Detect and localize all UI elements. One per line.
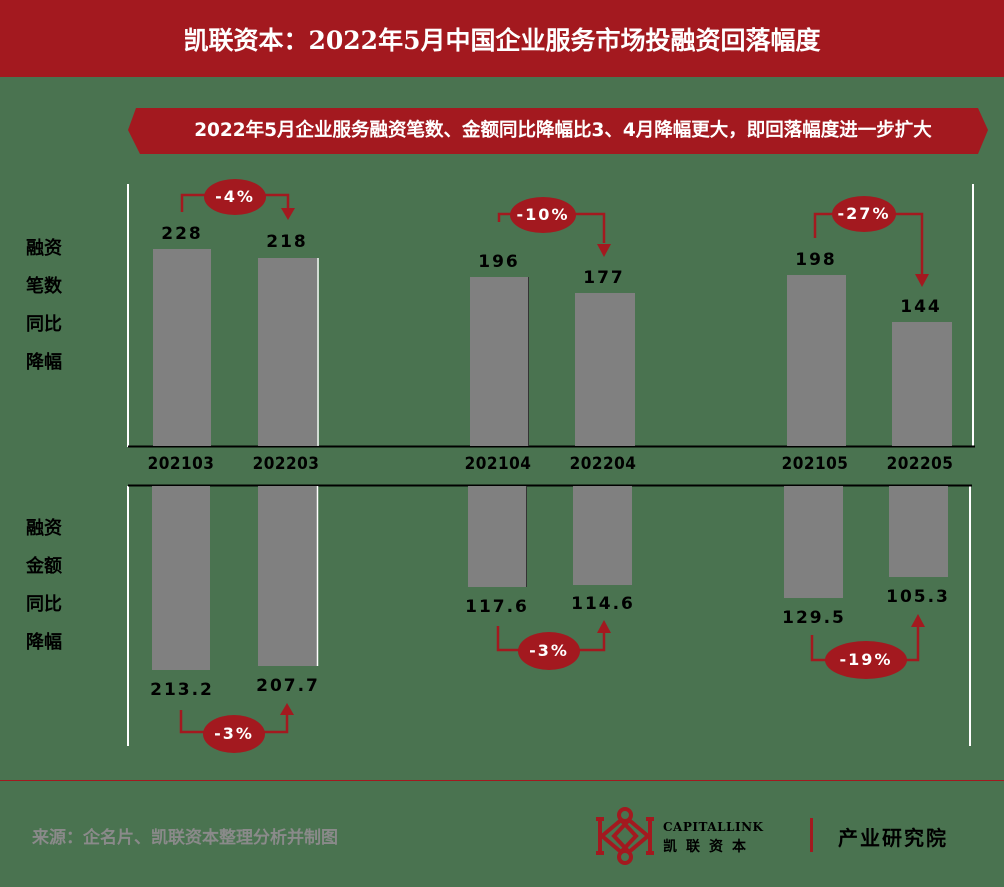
label-line: 笔数	[26, 276, 62, 297]
value-amount-202203: 207.7	[256, 676, 320, 696]
category-202104: 202104	[464, 454, 532, 474]
change-badge-amount-apr: -3%	[529, 641, 569, 660]
label-line: 融资	[26, 518, 62, 539]
top-panel-label: 融资 笔数 同比 降幅	[26, 230, 76, 382]
value-amount-202205: 105.3	[886, 587, 950, 607]
top-arrowheads	[281, 208, 929, 287]
bottom-badges	[203, 632, 907, 753]
label-line: 金额	[26, 556, 62, 577]
brand-name-en: CAPITALLINK	[663, 820, 764, 834]
change-badge-amount-may: -19%	[839, 650, 893, 669]
brand-separator	[810, 818, 813, 852]
value-count-202203: 218	[266, 232, 308, 252]
label-line: 降幅	[26, 632, 62, 653]
footer-divider	[0, 780, 1004, 781]
change-badge-count-apr: -10%	[516, 205, 570, 224]
arrow-down-icon	[597, 244, 611, 257]
label-line: 降幅	[26, 352, 62, 373]
subtitle-banner: 2022年5月企业服务融资笔数、金额同比降幅比3、4月降幅更大，即回落幅度进一步…	[128, 108, 988, 154]
top-badges	[204, 179, 896, 233]
bar-count-202105	[787, 275, 846, 446]
value-count-202103: 228	[161, 224, 203, 244]
value-amount-202204: 114.6	[571, 594, 635, 614]
arrow-up-icon	[280, 703, 294, 715]
bar-count-202204	[575, 293, 635, 446]
label-line: 同比	[26, 314, 62, 335]
bar-count-202103	[153, 249, 211, 446]
value-amount-202104: 117.6	[465, 597, 529, 617]
arrow-down-icon	[281, 208, 295, 220]
source-note: 来源：企名片、凯联资本整理分析并制图	[32, 828, 338, 848]
bar-count-202104	[470, 277, 528, 446]
bar-amount-202104	[468, 486, 526, 587]
bar-amount-202103	[152, 486, 210, 670]
bar-amount-202205	[889, 486, 948, 577]
arrow-down-icon	[915, 274, 929, 287]
bottom-bars	[152, 486, 948, 670]
subtitle-banner-shape	[128, 108, 988, 154]
capitallink-logo-icon	[596, 807, 654, 865]
category-202203: 202203	[252, 454, 320, 474]
category-202205: 202205	[886, 454, 954, 474]
page-title: 凯联资本：2022年5月中国企业服务市场投融资回落幅度	[183, 25, 821, 55]
bar-count-202203	[258, 258, 317, 446]
bottom-arrowheads	[280, 614, 925, 715]
value-count-202205: 144	[900, 297, 942, 317]
change-badge-amount-mar: -3%	[214, 724, 254, 743]
change-badge-count-mar: -4%	[215, 187, 255, 206]
change-badge-count-may: -27%	[837, 204, 891, 223]
value-count-202105: 198	[795, 250, 837, 270]
value-count-202204: 177	[583, 268, 625, 288]
brand-name-cn: 凯联资本	[663, 839, 755, 855]
bar-amount-202204	[573, 486, 632, 585]
value-amount-202105: 129.5	[782, 608, 846, 628]
arrow-up-icon	[911, 614, 925, 627]
category-202204: 202204	[569, 454, 637, 474]
bar-amount-202105	[784, 486, 843, 598]
top-bars	[153, 249, 952, 446]
bar-amount-202203	[258, 486, 317, 666]
category-202103: 202103	[147, 454, 215, 474]
bottom-panel-label: 融资 金额 同比 降幅	[26, 510, 76, 662]
label-line: 融资	[26, 238, 62, 259]
category-202105: 202105	[781, 454, 849, 474]
subtitle-text: 2022年5月企业服务融资笔数、金额同比降幅比3、4月降幅更大，即回落幅度进一步…	[194, 120, 932, 141]
institute-name: 产业研究院	[838, 826, 948, 850]
bar-count-202205	[892, 322, 952, 446]
label-line: 同比	[26, 594, 62, 615]
value-count-202104: 196	[478, 252, 520, 272]
arrow-up-icon	[597, 620, 611, 633]
header-banner: 凯联资本：2022年5月中国企业服务市场投融资回落幅度	[0, 0, 1004, 77]
value-amount-202103: 213.2	[150, 680, 214, 700]
